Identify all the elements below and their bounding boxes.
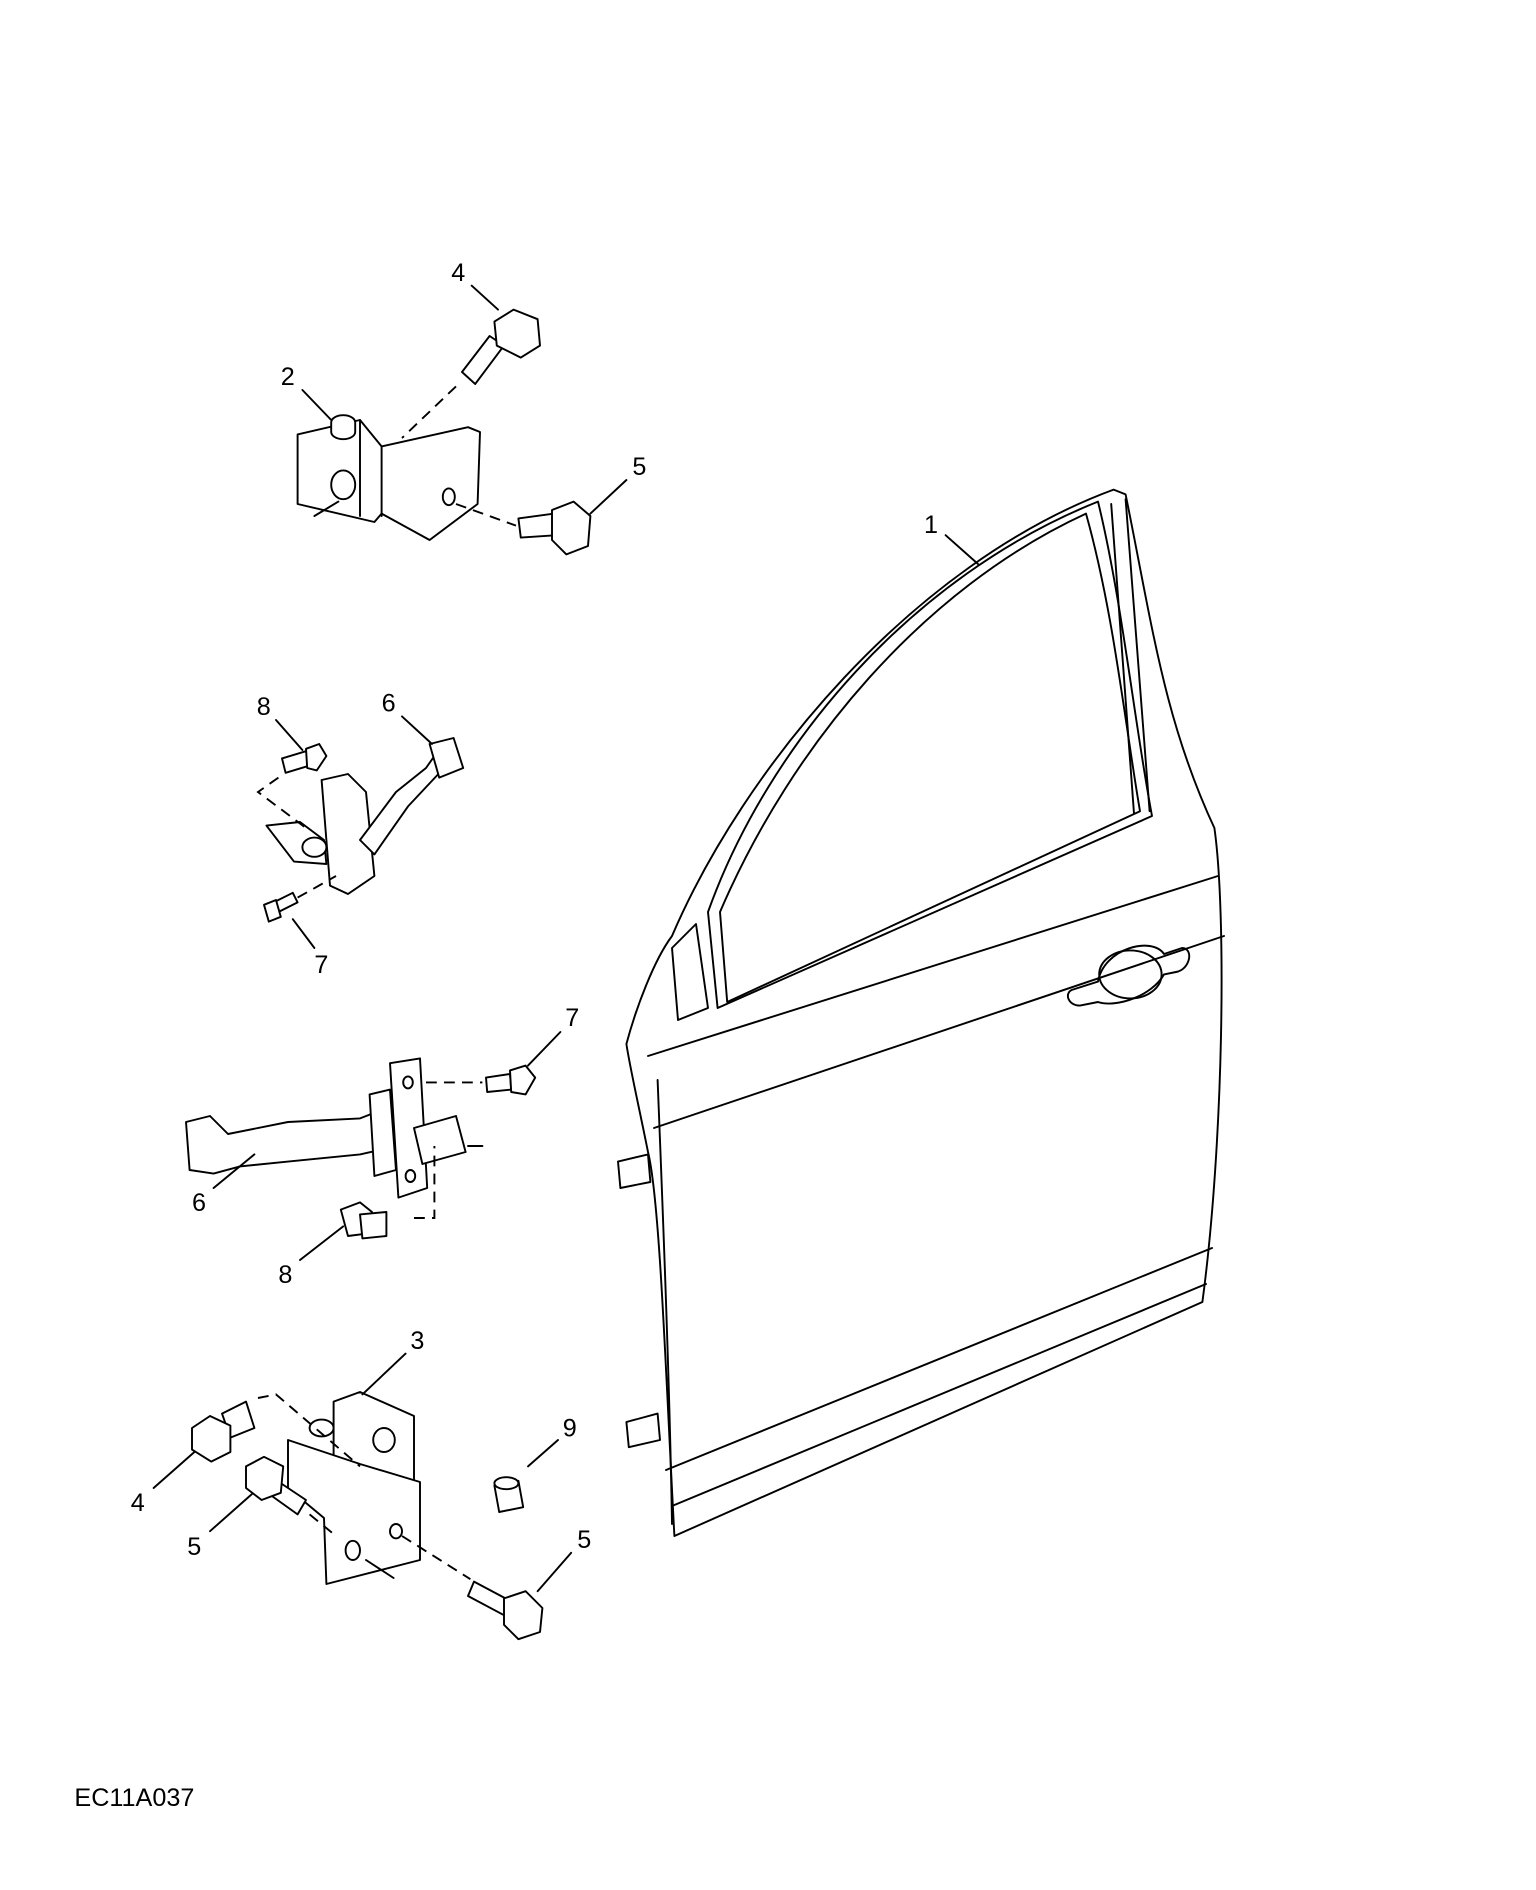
diagram-id: EC11A037: [74, 1784, 194, 1812]
door-handle: [1066, 944, 1191, 1007]
callout-label: 8: [278, 1261, 292, 1289]
front-door: [617, 488, 1225, 1537]
callout-label: 1: [924, 511, 938, 539]
callout-label: 7: [565, 1004, 579, 1032]
check-strap-upper: [256, 737, 465, 923]
callout-label: 6: [382, 690, 396, 718]
callout-label: 5: [187, 1533, 201, 1561]
cap-9: [493, 1476, 525, 1513]
check-strap-lower: [185, 1057, 537, 1240]
callout-label: 3: [410, 1327, 424, 1355]
bolt-4-upper: [401, 308, 541, 439]
callout-label: 7: [314, 951, 328, 979]
bolt-4-lower: [191, 1393, 361, 1468]
callout-label: 2: [281, 363, 295, 391]
bolt-5-upper: [455, 500, 592, 556]
upper-hinge: [296, 414, 481, 541]
bolt-5-lower-left: [245, 1455, 337, 1537]
callout-label: 4: [451, 259, 465, 287]
callout-label: 5: [632, 453, 646, 481]
callout-label: 9: [563, 1414, 577, 1442]
callout-label: 4: [131, 1489, 145, 1517]
callout-label: 5: [577, 1526, 591, 1554]
bolt-5-lower-right: [401, 1535, 544, 1641]
callout-label: 8: [257, 693, 271, 721]
callout-label: 6: [192, 1189, 206, 1217]
leader-lines: [152, 284, 979, 1593]
